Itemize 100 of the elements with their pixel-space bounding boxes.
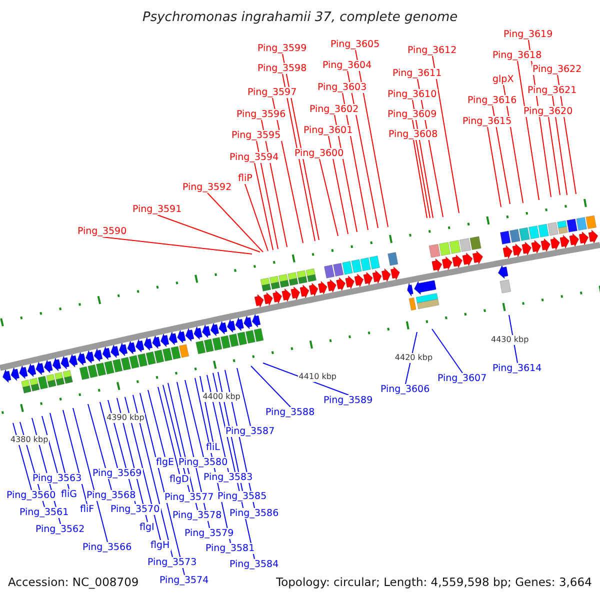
gene-label: flgH <box>150 540 171 550</box>
title: Psychromonas ingrahamii 37, complete genome <box>142 10 458 26</box>
gene-label: Ping_3603 <box>316 82 368 92</box>
gene-label: Ping_3560 <box>6 490 57 500</box>
gene-label: Ping_3581 <box>204 542 256 554</box>
leader-line <box>124 396 161 540</box>
gene-label: Ping_3584 <box>228 558 280 570</box>
leader-line <box>412 120 430 218</box>
leader-line <box>548 116 560 196</box>
scale-label: 4390 kbp <box>106 413 146 424</box>
accession-text: Accession: NC_008709 <box>8 575 139 589</box>
gene-label: Ping_3619 <box>502 28 554 40</box>
leader-line <box>328 136 348 234</box>
gene-label: flgI <box>138 522 156 532</box>
scale-label: 4430 kbp <box>490 334 530 344</box>
gene-label: Ping_3594 <box>228 152 280 162</box>
gene-label: Ping_3622 <box>532 64 583 74</box>
gene-label: Ping_3598 <box>256 62 308 74</box>
gene-label: Ping_3570 <box>110 504 161 514</box>
leader-line <box>158 386 180 474</box>
gene-label: Ping_3574 <box>158 574 210 586</box>
leader-line <box>100 402 118 468</box>
scale-label: 4410 kbp <box>298 372 338 382</box>
gene-label: Ping_3580 <box>178 456 229 468</box>
leader-line <box>552 96 568 196</box>
gene-label: flgD <box>168 474 190 484</box>
leader-line <box>88 404 112 490</box>
leader-line <box>236 368 251 426</box>
gene-label: Ping_3578 <box>172 510 223 520</box>
gene-label: Ping_3585 <box>216 490 268 502</box>
leader-line <box>132 394 173 558</box>
gene-label: Ping_3616 <box>466 94 518 106</box>
gene-label: Ping_3566 <box>82 542 133 552</box>
gene-label: Ping_3606 <box>380 384 431 394</box>
gene-label: Ping_3586 <box>228 508 280 518</box>
gene-label: Ping_3601 <box>302 124 354 136</box>
leader-line <box>432 56 460 214</box>
leader-line <box>207 192 264 252</box>
gene-label: Ping_3600 <box>294 148 345 158</box>
gene-label: Ping_3591 <box>132 204 183 214</box>
leader-line <box>42 416 58 474</box>
leader-line <box>244 184 268 252</box>
leader-line <box>517 60 540 200</box>
gene-label: Ping_3604 <box>322 60 373 70</box>
leader-line <box>256 140 278 250</box>
gene-label: Ping_3602 <box>308 104 360 114</box>
gene-label: Ping_3577 <box>164 492 215 502</box>
leader-line <box>140 392 185 576</box>
gene-label: Ping_3607 <box>436 372 488 384</box>
gene-label: Ping_3583 <box>202 472 254 482</box>
leader-line <box>432 328 463 374</box>
scale-label: 4400 kbp <box>202 392 242 402</box>
gene-label: Ping_3597 <box>246 86 298 98</box>
gene-label: Ping_3590 <box>76 226 128 236</box>
gene-label: Ping_3563 <box>32 472 83 484</box>
gene-label: Ping_3615 <box>462 116 513 126</box>
gene-label: Ping_3562 <box>34 524 86 534</box>
gene-label: Ping_3599 <box>256 42 308 54</box>
leader-line <box>413 140 428 218</box>
leader-line <box>250 366 291 408</box>
leader-line <box>184 380 204 458</box>
gene-label: Ping_3610 <box>386 88 438 100</box>
gene-label: Ping_3611 <box>392 68 443 78</box>
gene-label: Ping_3595 <box>230 130 282 140</box>
gene-label: Ping_3596 <box>236 108 287 120</box>
gene-label: Ping_3568 <box>86 490 137 500</box>
gene-label: Ping_3609 <box>386 108 438 120</box>
gene-label: Ping_3612 <box>406 44 458 56</box>
leader-line <box>12 422 32 490</box>
leader-line <box>282 74 316 242</box>
gene-label: Ping_3618 <box>492 50 543 60</box>
gene-label: Ping_3579 <box>184 528 235 538</box>
leader-line <box>62 410 88 504</box>
gene-label: fliP <box>237 172 254 184</box>
leader-line <box>487 126 502 208</box>
gene-label: Ping_3569 <box>92 468 143 478</box>
leader-line <box>148 390 166 458</box>
leader-line <box>254 162 274 250</box>
leader-line <box>355 50 388 228</box>
leader-line <box>492 106 510 204</box>
gene-label: Ping_3592 <box>182 182 233 192</box>
gene-label: Ping_3589 <box>322 394 374 406</box>
leader-line <box>347 70 378 228</box>
gene-label: Ping_3620 <box>522 106 574 116</box>
gene-label: fliG <box>60 488 78 500</box>
leader-line <box>157 214 260 252</box>
gene-label: Ping_3605 <box>330 38 381 50</box>
leader-line <box>72 408 108 542</box>
gene-label: Ping_3573 <box>146 556 198 568</box>
gene-label: glpX <box>492 74 515 84</box>
leader-line <box>102 236 252 254</box>
gene-label: fliL <box>205 442 221 452</box>
scale-label: 4420 kbp <box>394 352 434 363</box>
gene-label: Ping_3587 <box>224 426 276 436</box>
gene-label: fliF <box>79 504 96 514</box>
leader-line <box>319 158 338 236</box>
gene-label: Ping_3614 <box>492 362 543 374</box>
scale-label: 4380 kbp <box>10 435 50 446</box>
gene-label: Ping_3621 <box>526 84 578 96</box>
gene-label: Ping_3608 <box>388 128 439 140</box>
